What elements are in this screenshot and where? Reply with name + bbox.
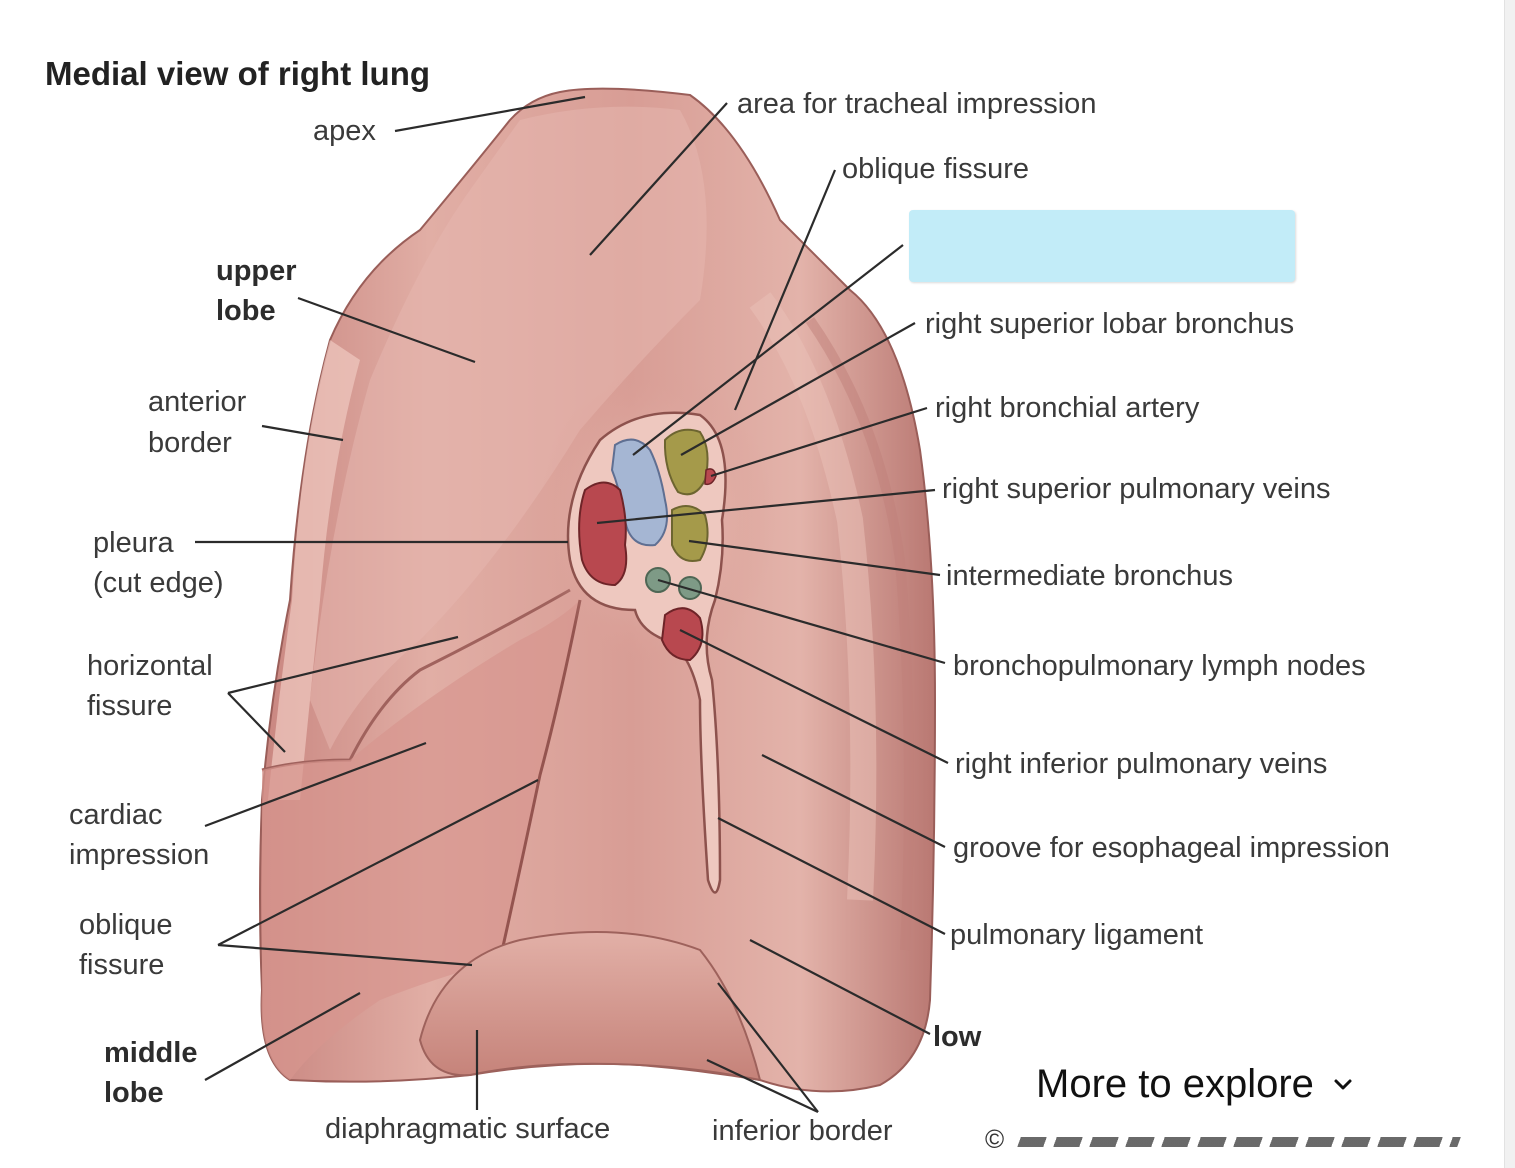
label-intermediate-bronchus: intermediate bronchus [946,560,1233,592]
label-tracheal-impression: area for tracheal impression [737,88,1096,120]
scrollbar-track[interactable] [1504,0,1515,1168]
label-anterior-border-2: border [148,427,232,459]
label-pleura-2: (cut edge) [93,567,224,599]
posterior-ridge-1 [749,292,877,901]
copyright-text-cutoff [1017,1136,1461,1147]
lymph-node-2 [678,576,702,600]
label-oblique-fissure-left-2: fissure [79,949,164,981]
oblique-fissure-line [498,599,582,961]
label-cardiac-impression-2: impression [69,839,209,871]
label-right-superior-lobar-bronchus: right superior lobar bronchus [925,308,1294,340]
label-cardiac-impression-1: cardiac [69,799,163,831]
hidden-label-answer-box[interactable] [909,210,1295,282]
diaphragmatic-lobe [418,931,762,1082]
label-middle-lobe-2: lobe [104,1077,164,1109]
more-to-explore-label: More to explore [1036,1061,1314,1106]
label-upper-lobe-2: lobe [216,295,276,327]
copyright-symbol: © [985,1124,1005,1154]
copyright-line: © [985,1124,1475,1164]
chevron-down-icon [1334,1079,1352,1090]
label-horizontal-fissure-2: fissure [87,690,172,722]
label-oblique-fissure-right: oblique fissure [842,153,1029,185]
label-right-bronchial-artery: right bronchial artery [935,392,1200,424]
right-bronchial-artery [704,468,717,486]
diagram-title: Medial view of right lung [45,55,430,92]
label-right-superior-pulmonary-veins: right superior pulmonary veins [942,473,1330,505]
pulmonary-artery [578,481,628,587]
label-upper-lobe-1: upper [216,255,297,287]
label-oblique-fissure-left-1: oblique [79,909,173,941]
label-inferior-border: inferior border [712,1115,893,1147]
label-lower-lobe-partial: low [933,1021,982,1053]
anterior-border [268,340,360,800]
label-right-inferior-pulmonary-veins: right inferior pulmonary veins [955,748,1327,780]
label-anterior-border-1: anterior [148,386,247,418]
label-groove-esophageal: groove for esophageal impression [953,832,1390,864]
label-pulmonary-ligament: pulmonary ligament [950,919,1203,951]
more-to-explore-button[interactable]: More to explore [1022,1052,1372,1116]
label-pleura-1: pleura [93,527,174,559]
label-bronchopulmonary-lymph-nodes: bronchopulmonary lymph nodes [953,650,1366,682]
intermediate-bronchus [671,505,709,562]
upper-lobe [310,106,707,750]
leader-lines [195,95,949,1113]
label-middle-lobe-1: middle [104,1037,197,1069]
label-diaphragmatic-surface: diaphragmatic surface [325,1113,610,1145]
right-inferior-pulmonary-veins [660,607,704,662]
label-apex: apex [313,115,376,147]
label-horizontal-fissure-1: horizontal [87,650,213,682]
